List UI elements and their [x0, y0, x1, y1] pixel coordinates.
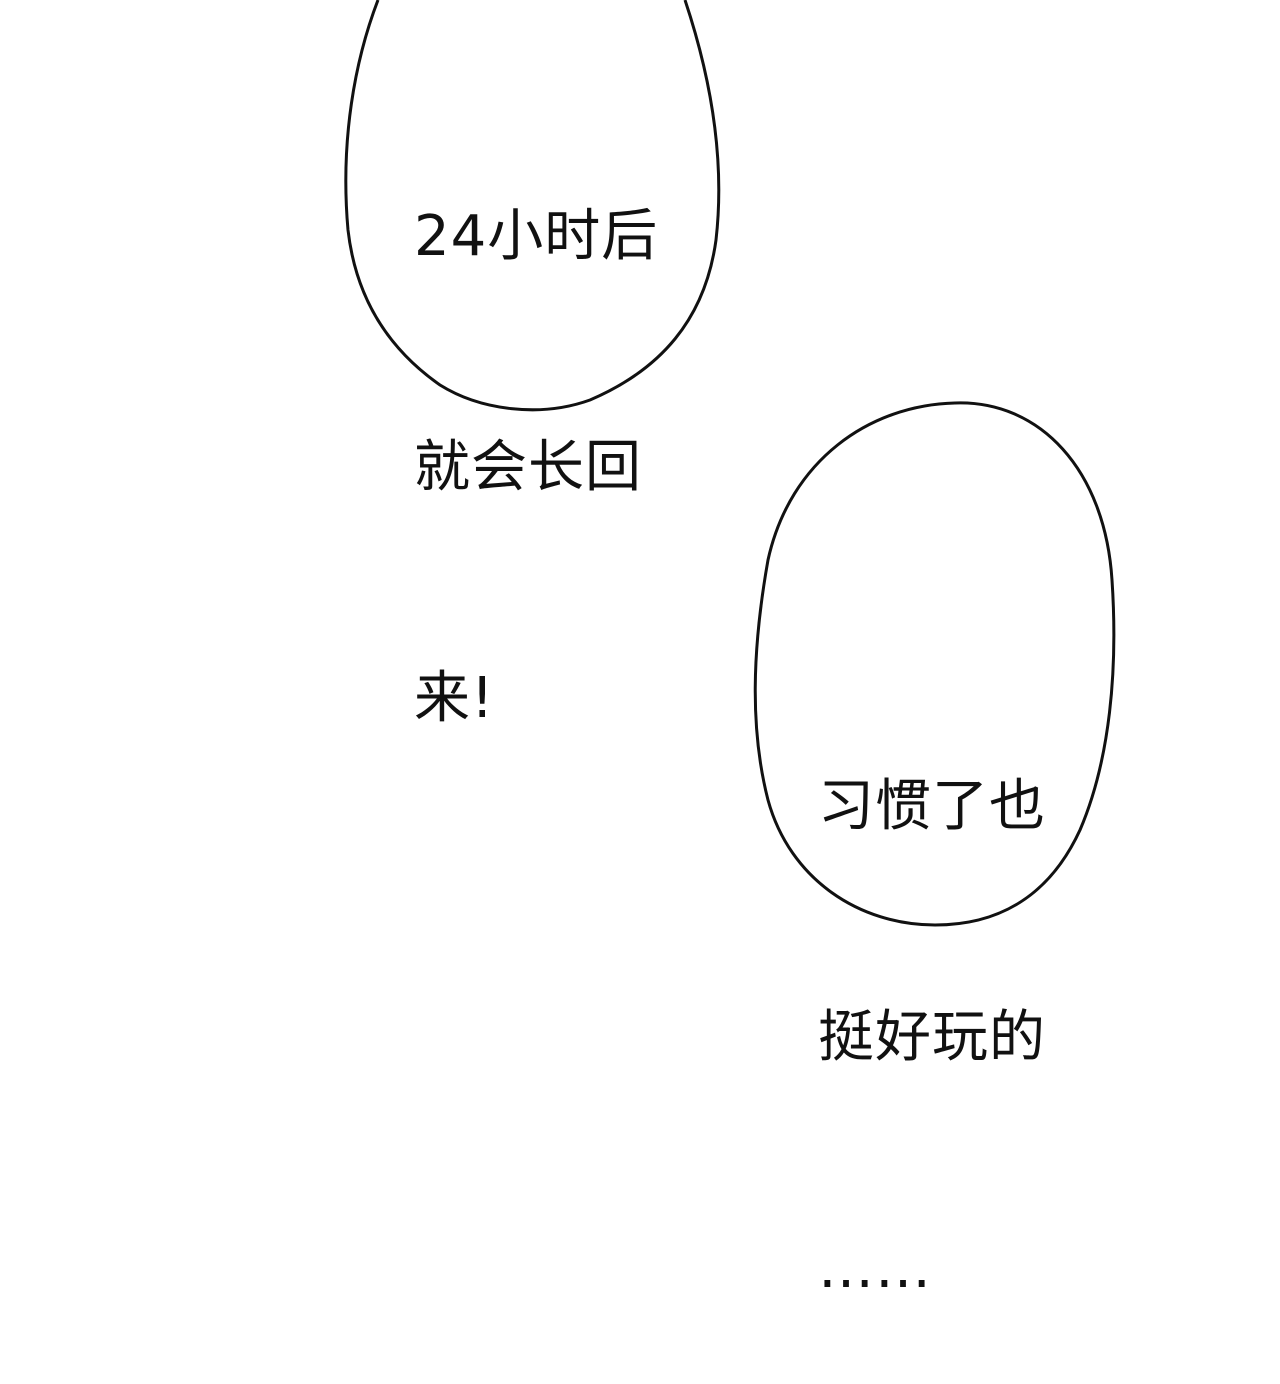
bubble-2-line-1: 习惯了也	[818, 774, 1046, 839]
speech-bubble-1-text: 24小时后 就会长回 来!	[414, 44, 658, 814]
bubble-2-line-3: ……	[818, 1236, 932, 1301]
speech-bubbles-layer	[344, 0, 1116, 927]
bubble-1-line-1: 24小时后	[414, 204, 659, 269]
bubble-2-line-2: 挺好玩的	[818, 1005, 1046, 1070]
bubble-1-line-2: 就会长回	[414, 435, 642, 500]
speech-bubble-2-outline	[753, 401, 1116, 927]
speech-bubble-2-text: 习惯了也 挺好玩的 ……	[818, 614, 1046, 1384]
speech-bubble-1-outline	[344, 0, 721, 412]
bubble-1-line-3: 来!	[414, 666, 495, 731]
